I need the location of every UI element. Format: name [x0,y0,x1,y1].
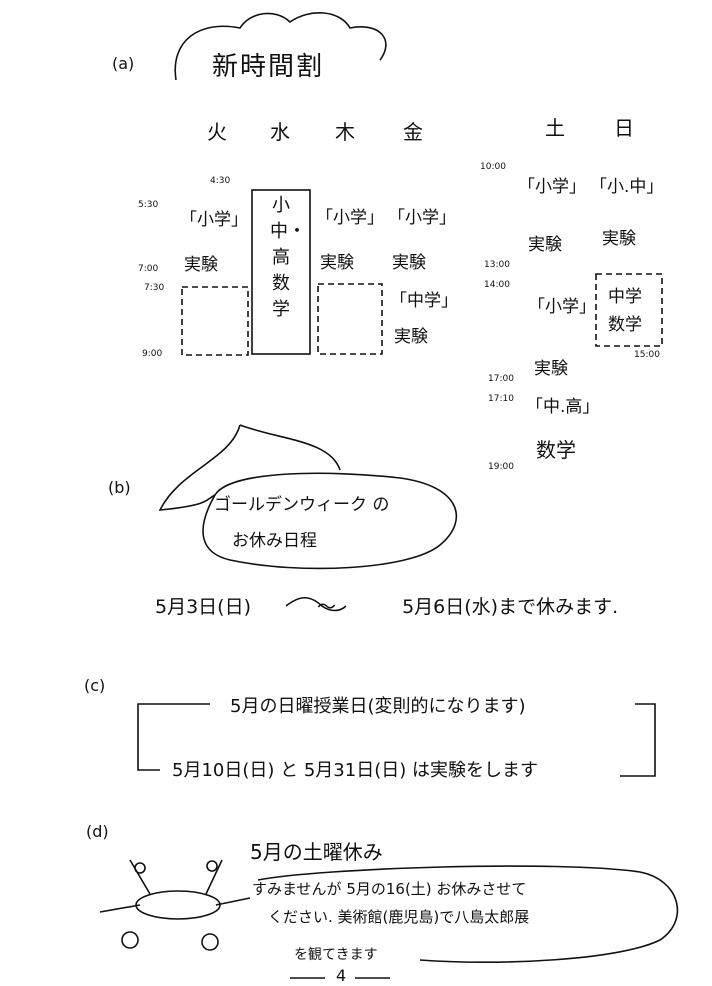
thu-class: 「小学」 [316,208,384,228]
title-cloud [174,12,387,81]
time-label: 5:30 [138,200,159,210]
sat-class: 「小学」 [518,177,586,197]
sunday-class-dates: 5月10日(日) と 5月31日(日) は実験をします [172,760,538,781]
sun-class: 「小.中」 [590,177,664,197]
sat-class: 実験 [528,235,562,255]
bubble-text-line1: ゴールデンウィーク の [214,495,390,515]
day-sun: 日 [614,116,636,140]
bubble-text-line2: お休み日程 [232,531,317,551]
wed-class-box [251,189,311,355]
time-label: 10:00 [480,162,506,172]
section-b-label: (b) [108,478,131,497]
day-thu: 木 [335,120,357,144]
time-label: 17:10 [488,394,514,404]
day-wed: 水 [270,120,292,144]
sun-math-box [595,273,663,347]
sat-class: 「小学」 [528,297,596,317]
holiday-dates: 5月3日(日) 〜 5月6日(水)まで休みます. [155,596,619,618]
fri-class: 「中学」 [390,291,458,311]
time-label: 9:00 [142,349,163,359]
crab-drawing [99,859,251,951]
bubble-d [257,865,679,964]
time-label: 7:30 [144,283,165,293]
fri-class: 「小学」 [388,208,456,228]
sun-class: 中学 [608,287,642,307]
saturday-off-title: 5月の土曜休み [250,840,383,864]
time-label: 17:00 [488,374,514,384]
notice-line1: すみませんが 5月の16(土) お休みさせて [252,880,527,898]
tue-empty-box [181,286,249,356]
time-label: 19:00 [488,462,514,472]
time-label: 7:00 [138,264,159,274]
thu-class: 実験 [320,253,354,273]
thu-empty-box [317,283,383,355]
section-a-label: (a) [112,54,135,73]
bracket-box [137,703,656,777]
time-label: 15:00 [634,350,660,360]
day-sat: 土 [545,116,567,140]
sunday-class-heading: 5月の日曜授業日(変則的になります) [230,696,526,717]
sun-class: 数学 [608,315,642,335]
time-label: 13:00 [484,260,510,270]
sun-class: 実験 [602,229,636,249]
fri-class: 実験 [394,327,428,347]
notice-line3: を観てきます [294,947,378,963]
section-d-label: (d) [86,822,109,841]
fri-class: 実験 [392,253,426,273]
tue-class: 「小学」 [180,210,248,230]
time-label: 4:30 [210,176,231,186]
speech-bubble [158,424,458,570]
class: 実験 [534,359,568,379]
section-a-title: 新時間割 [212,52,325,82]
day-fri: 金 [403,120,425,144]
wed-class: 小中・高数学 [270,195,306,320]
class: 「中.高」 [526,397,600,417]
section-c-label: (c) [84,676,106,695]
day-tue: 火 [207,120,229,144]
notice-line2: ください. 美術館(鹿児島)で八島太郎展 [268,908,530,926]
time-label: 14:00 [484,280,510,290]
page-number: 4 [336,966,347,985]
class: 数学 [536,438,576,462]
tue-class: 実験 [184,255,218,275]
